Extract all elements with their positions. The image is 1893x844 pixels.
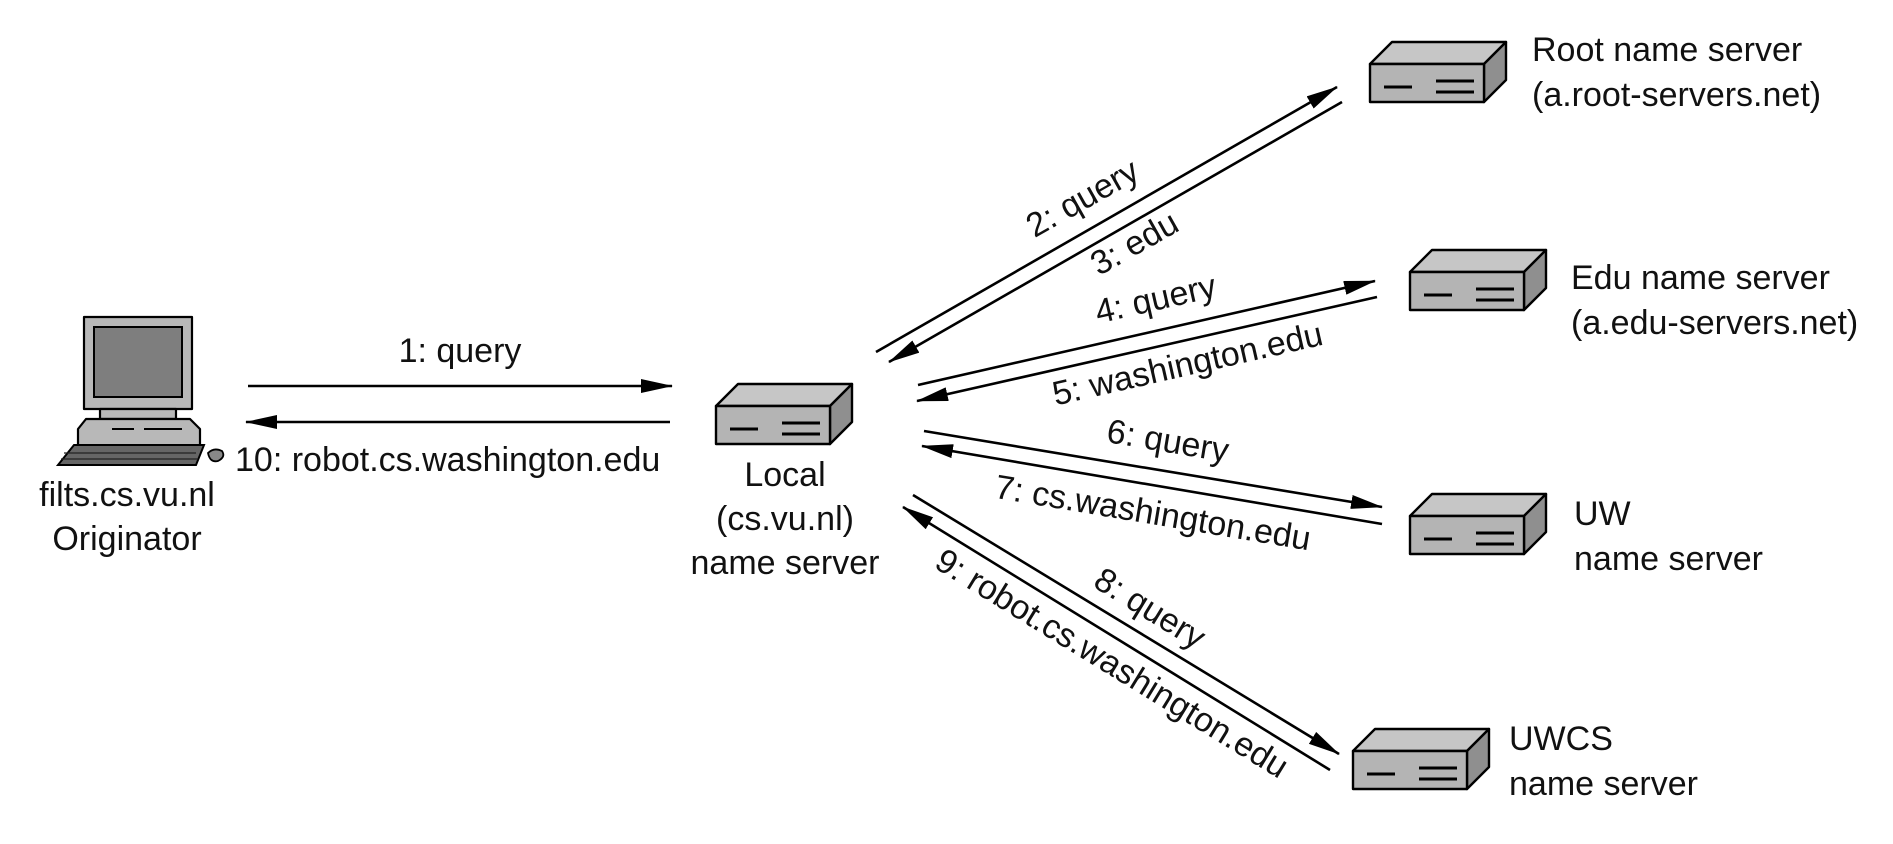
root-server-label-2: (a.root-servers.net) — [1532, 76, 1821, 114]
originator-host-label: filts.cs.vu.nl — [39, 476, 215, 514]
arrow-8-query — [912, 493, 1340, 756]
arrow-6-query — [923, 429, 1383, 509]
local-server-label-2: (cs.vu.nl) — [716, 500, 854, 538]
uw-server-label-1: UW — [1574, 495, 1631, 533]
message-10-label: 10: robot.cs.washington.edu — [235, 441, 660, 479]
local-server-icon — [714, 382, 854, 446]
arrow-2-query — [875, 85, 1338, 354]
edu-server-label-2: (a.edu-servers.net) — [1571, 304, 1858, 342]
message-1-label: 1: query — [399, 332, 522, 370]
arrow-9-robot-cs-washington-edu — [902, 505, 1331, 772]
local-server-label-1: Local — [744, 456, 825, 494]
arrow-7-cs-washington-edu — [921, 444, 1383, 526]
uwcs-server-icon — [1351, 727, 1491, 791]
uwcs-server-label-2: name server — [1509, 765, 1698, 803]
uw-server-icon — [1408, 492, 1548, 556]
originator-role-label: Originator — [52, 520, 201, 558]
arrow-3-edu — [888, 100, 1343, 364]
root-server-label-1: Root name server — [1532, 31, 1802, 69]
root-server-icon — [1368, 40, 1508, 104]
message-5-label: 5: washington.edu — [1049, 315, 1327, 413]
message-3-label: 3: edu — [1084, 204, 1185, 284]
message-6-label: 6: query — [1104, 412, 1231, 470]
computer-icon — [55, 315, 225, 466]
edu-server-icon — [1408, 248, 1548, 312]
message-7-label: 7: cs.washington.edu — [992, 468, 1313, 558]
uw-server-label-2: name server — [1574, 540, 1763, 578]
arrow-4-query — [917, 279, 1376, 387]
uwcs-server-label-1: UWCS — [1509, 720, 1613, 758]
arrow-5-washington-edu — [916, 295, 1378, 403]
local-server-label-3: name server — [691, 544, 880, 582]
edu-server-label-1: Edu name server — [1571, 259, 1830, 297]
